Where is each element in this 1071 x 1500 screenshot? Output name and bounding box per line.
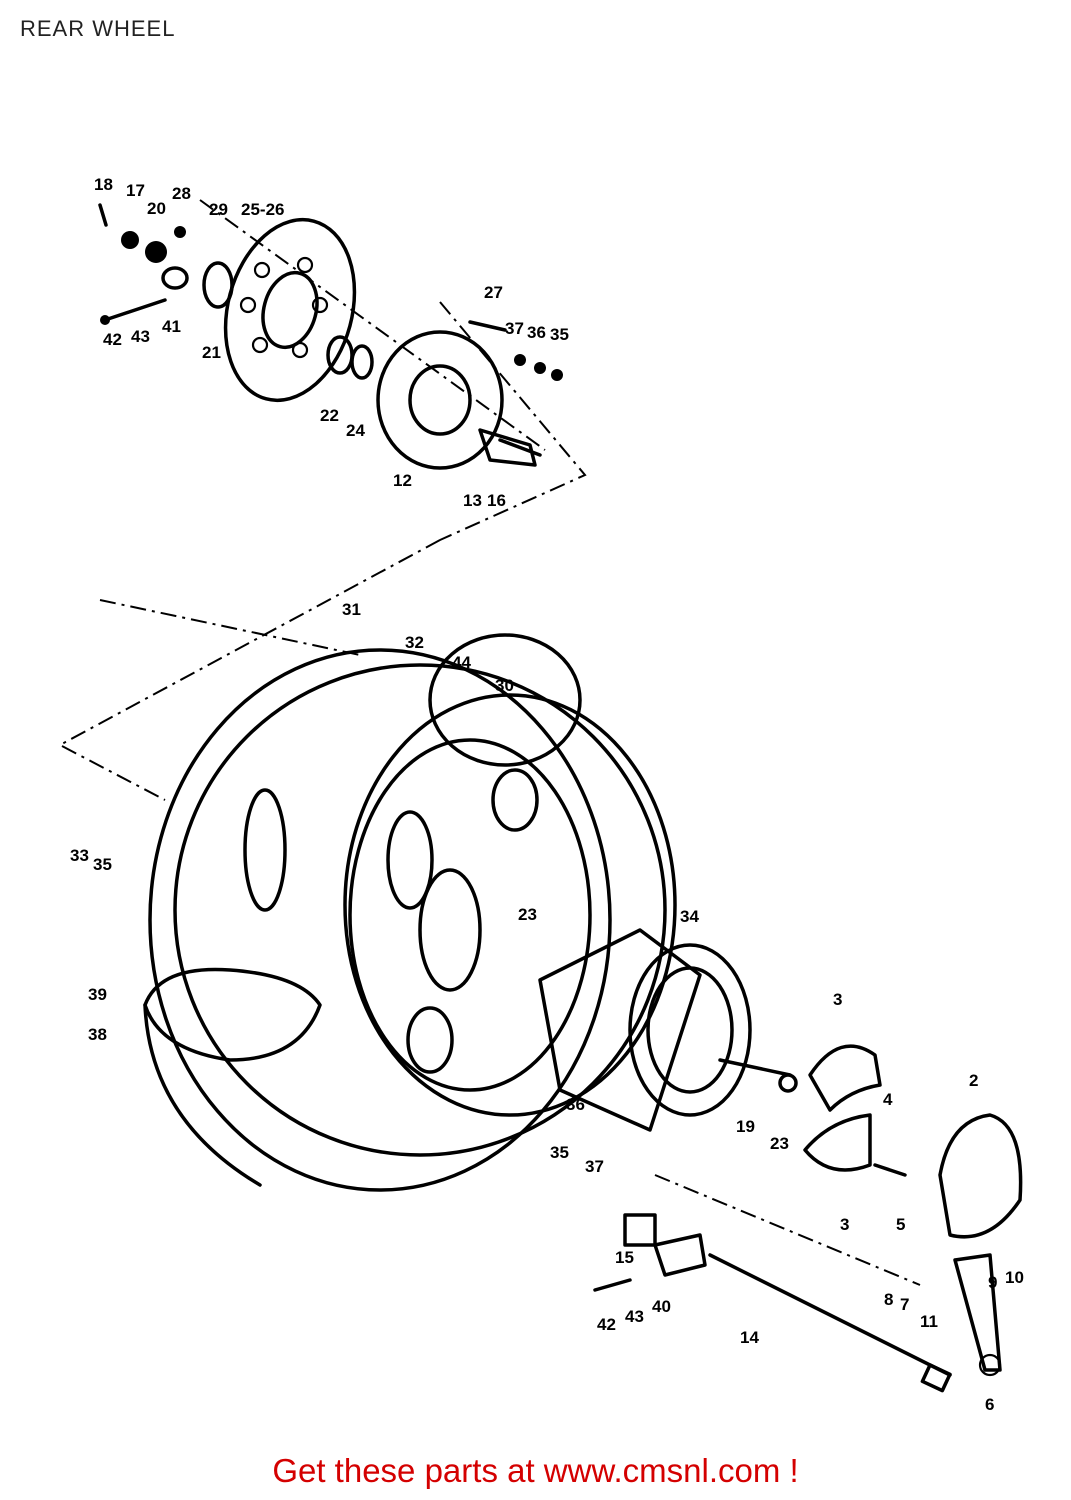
callout: 6 [985, 1395, 994, 1414]
brake-panel-hub [538, 928, 798, 1132]
callout: 41 [162, 317, 181, 336]
callout: 35 [550, 1143, 569, 1162]
callout: 37 [585, 1157, 604, 1176]
callout: 35 [550, 325, 569, 344]
callout: 36 [566, 1095, 585, 1114]
brake-cam-lever [938, 1113, 1023, 1377]
callout: 38 [88, 1025, 107, 1044]
callout: 30 [495, 676, 514, 695]
footer-link-text[interactable]: Get these parts at www.cmsnl.com ! [272, 1452, 799, 1489]
callout: 20 [147, 199, 166, 218]
callout: 15 [615, 1248, 634, 1267]
rear-wheel [148, 648, 677, 1192]
callout: 13 [463, 491, 482, 510]
callout: 43 [625, 1307, 644, 1326]
callout: 35 [93, 855, 112, 874]
callout: 36 [527, 323, 546, 342]
tire-tube [143, 967, 322, 1187]
callout: 3 [833, 990, 842, 1009]
callout: 28 [172, 184, 191, 203]
callout: 5 [896, 1215, 905, 1234]
brake-shoes [803, 1044, 907, 1177]
callout: 39 [88, 985, 107, 1004]
callout: 16 [487, 491, 506, 510]
callout: 42 [597, 1315, 616, 1334]
callout: 25-26 [241, 200, 284, 219]
callout: 10 [1005, 1268, 1024, 1287]
callout: 27 [484, 283, 503, 302]
callout: 21 [202, 343, 221, 362]
callout: 33 [70, 846, 89, 865]
callout: 8 [884, 1290, 893, 1309]
callout: 22 [320, 406, 339, 425]
callout: 12 [393, 471, 412, 490]
rear-sprocket-assembly [202, 217, 374, 403]
callout: 9 [988, 1273, 997, 1292]
callout: 11 [920, 1312, 938, 1331]
callout: 24 [346, 421, 365, 440]
callout: 40 [652, 1297, 671, 1316]
callout: 23 [770, 1134, 789, 1153]
callout: 31 [342, 600, 361, 619]
sprocket-carrier-hub [376, 330, 542, 470]
callout: 32 [405, 633, 424, 652]
callout-labels: 18 17 20 28 29 25-26 42 43 41 21 27 37 3… [70, 175, 1024, 1414]
callout: 3 [840, 1215, 849, 1234]
callout: 19 [736, 1117, 755, 1136]
assembly-lines [57, 199, 921, 1286]
callout: 37 [505, 319, 524, 338]
diagram-title: REAR WHEEL [20, 16, 176, 41]
callout: 17 [126, 181, 145, 200]
callout: 34 [680, 907, 699, 926]
callout: 42 [103, 330, 122, 349]
callout: 7 [900, 1295, 909, 1314]
top-fasteners [98, 203, 563, 381]
callout: 29 [209, 200, 228, 219]
rear-axle [593, 1213, 952, 1393]
callout: 23 [518, 905, 537, 924]
callout: 43 [131, 327, 150, 346]
callout: 18 [94, 175, 113, 194]
callout: 14 [740, 1328, 759, 1347]
spoke-ring [428, 633, 582, 767]
callout: 44 [452, 653, 471, 672]
callout: 2 [969, 1071, 978, 1090]
callout: 4 [883, 1090, 893, 1109]
